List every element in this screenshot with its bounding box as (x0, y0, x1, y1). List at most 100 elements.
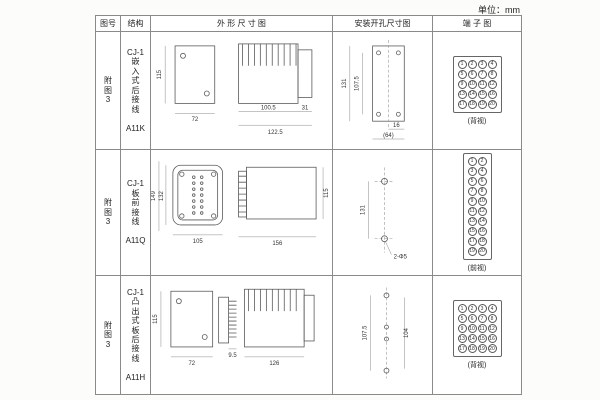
dim-label-v2: 131 (342, 78, 348, 89)
terminal-4: 4 (487, 59, 497, 69)
terminal-15: 15 (477, 334, 487, 343)
terminal-9: 9 (467, 196, 477, 206)
header-terminal-diagram: 端 子 图 (433, 16, 521, 32)
dim-label-total-depth: 122.5 (268, 130, 284, 136)
terminal-2: 2 (477, 156, 487, 166)
dim-label-rear: 31 (302, 105, 309, 111)
row3-mount-cell: 107.5 104 (333, 276, 433, 394)
terminal-14: 14 (467, 334, 477, 343)
terminal-2: 2 (467, 304, 477, 313)
terminal-5: 5 (457, 314, 467, 323)
terminal-13: 13 (467, 216, 477, 226)
outline-drawing-a11q: 149 132 105 156 115 (151, 161, 330, 247)
header-structure: 结构 (121, 16, 151, 32)
terminal-17: 17 (467, 236, 477, 246)
row1-fig-no: 附 图 3 (96, 32, 121, 150)
dim-label-v1: 107.5 (363, 325, 369, 341)
mount-drawing-a11k: 107.5 131 16 (64) (342, 40, 405, 140)
terminal-20: 20 (477, 246, 487, 256)
terminal-13: 13 (457, 89, 467, 99)
terminal-14: 14 (467, 89, 477, 99)
row2-structure: CJ-1 板 前 接 线 A11Q (121, 150, 151, 276)
terminal-6: 6 (467, 314, 477, 323)
row3-outline-cell: 115 72 9.5 126 (151, 276, 333, 394)
dim-label-v2: 104 (404, 327, 410, 338)
terminal-10: 10 (467, 324, 477, 333)
mount-drawing-a11q: 131 2-Φ5 (361, 167, 408, 261)
dim-label-v1: 107.5 (355, 75, 361, 91)
terminal-1: 1 (457, 304, 467, 313)
row1-mount-cell: 107.5 131 16 (64) (333, 32, 433, 150)
dim-label-h1: 16 (393, 123, 400, 129)
dim-label-height: 115 (153, 314, 159, 324)
header-mount-dims: 安装开孔尺寸图 (333, 16, 433, 32)
terminal-caption: (背视) (467, 117, 487, 125)
terminal-caption: (背视) (467, 362, 487, 369)
terminal-3: 3 (477, 304, 487, 313)
terminal-19: 19 (477, 344, 487, 353)
terminal-4: 4 (477, 166, 487, 176)
terminal-12: 12 (487, 324, 497, 333)
terminal-13: 13 (457, 334, 467, 343)
dim-label-face-height: 149 (151, 190, 157, 201)
terminal-14: 14 (477, 216, 487, 226)
terminal-11: 11 (467, 206, 477, 216)
terminal-16: 16 (487, 334, 497, 343)
dim-label-hole-spacing: 131 (361, 204, 367, 215)
terminal-6: 6 (477, 176, 487, 186)
dim-label-h2: (64) (383, 133, 394, 139)
row2-fig-no: 附 图 3 (96, 150, 121, 276)
header-outline-dims: 外 形 尺 寸 图 (151, 16, 333, 32)
terminal-9: 9 (457, 324, 467, 333)
terminal-1: 1 (457, 59, 467, 69)
dim-label-width: 72 (188, 361, 195, 367)
row3-fig-no: 附 图 3 (96, 276, 121, 394)
terminal-18: 18 (467, 99, 477, 109)
terminal-8: 8 (487, 69, 497, 79)
dim-label-depth: 126 (269, 361, 280, 367)
dim-label-depth: 156 (272, 241, 283, 247)
terminal-20: 20 (487, 344, 497, 353)
row2-mount-cell: 131 2-Φ5 (333, 150, 433, 276)
terminal-10: 10 (467, 79, 477, 89)
terminal-9: 9 (457, 79, 467, 89)
terminal-18: 18 (477, 236, 487, 246)
dim-label-inner-height: 132 (159, 190, 165, 201)
terminal-11: 11 (477, 324, 487, 333)
dim-label-hole-note: 2-Φ5 (394, 255, 408, 261)
terminal-15: 15 (467, 226, 477, 236)
terminal-8: 8 (487, 314, 497, 323)
terminal-18: 18 (467, 344, 477, 353)
dim-label-side-height: 115 (324, 188, 330, 198)
row1-structure: CJ-1 嵌 入 式 后 接 线 A11K (121, 32, 151, 150)
row3-structure: CJ-1 凸 出 式 板 后 接 线 A11H (121, 276, 151, 394)
terminal-17: 17 (457, 344, 467, 353)
terminal-3: 3 (477, 59, 487, 69)
mount-drawing-a11h: 107.5 104 (363, 287, 410, 379)
dim-label-face-width: 105 (193, 239, 204, 245)
dim-label-height: 115 (157, 69, 163, 79)
row2-outline-cell: 149 132 105 156 115 (151, 150, 333, 276)
